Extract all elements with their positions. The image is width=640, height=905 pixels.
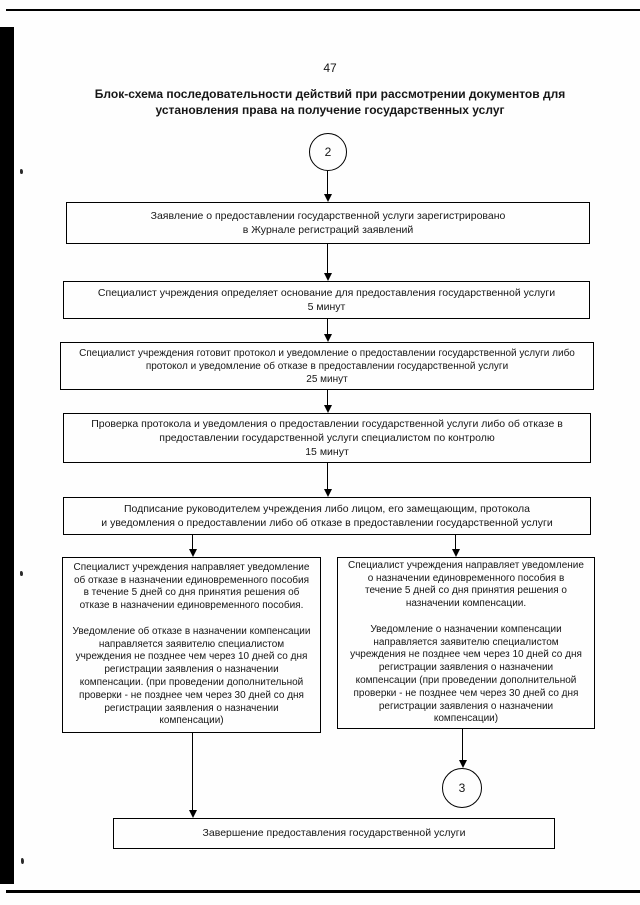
arrow-registered-to-basis — [323, 244, 332, 281]
scan-border-top — [6, 9, 640, 11]
arrow-basis-to-protocol — [323, 319, 332, 342]
page-title: Блок-схема последовательности действий п… — [94, 87, 566, 117]
box-prepare-protocol: Специалист учреждения готовит протокол и… — [60, 342, 594, 390]
arrow-connector-to-registered — [323, 171, 332, 202]
scan-speck — [20, 571, 23, 576]
connector-circle-3: 3 — [442, 768, 482, 808]
box-control-check: Проверка протокола и уведомления о предо… — [63, 413, 591, 463]
box-determine-basis: Специалист учреждения определяет основан… — [63, 281, 590, 319]
scan-speck — [21, 858, 24, 864]
box-signing-by-head: Подписание руководителем учреждения либо… — [63, 497, 591, 535]
box-refusal-notification: Специалист учреждения направляет уведомл… — [62, 557, 321, 733]
box-service-completion: Завершение предоставления государственно… — [113, 818, 555, 849]
connector-circle-2: 2 — [309, 133, 347, 171]
scan-border-left — [0, 27, 14, 884]
arrow-protocol-to-check — [323, 390, 332, 413]
scan-speck — [20, 169, 23, 174]
page-number: 47 — [323, 61, 337, 75]
box-application-registered: Заявление о предоставлении государственн… — [66, 202, 590, 244]
arrow-approval-to-connector — [458, 729, 467, 768]
arrow-signing-to-refusal — [188, 535, 197, 557]
arrow-check-to-signing — [323, 463, 332, 497]
scan-border-bottom — [6, 890, 640, 893]
arrow-signing-to-approval — [451, 535, 460, 557]
box-approval-notification: Специалист учреждения направляет уведомл… — [337, 557, 595, 729]
arrow-refusal-to-completion — [188, 733, 197, 818]
